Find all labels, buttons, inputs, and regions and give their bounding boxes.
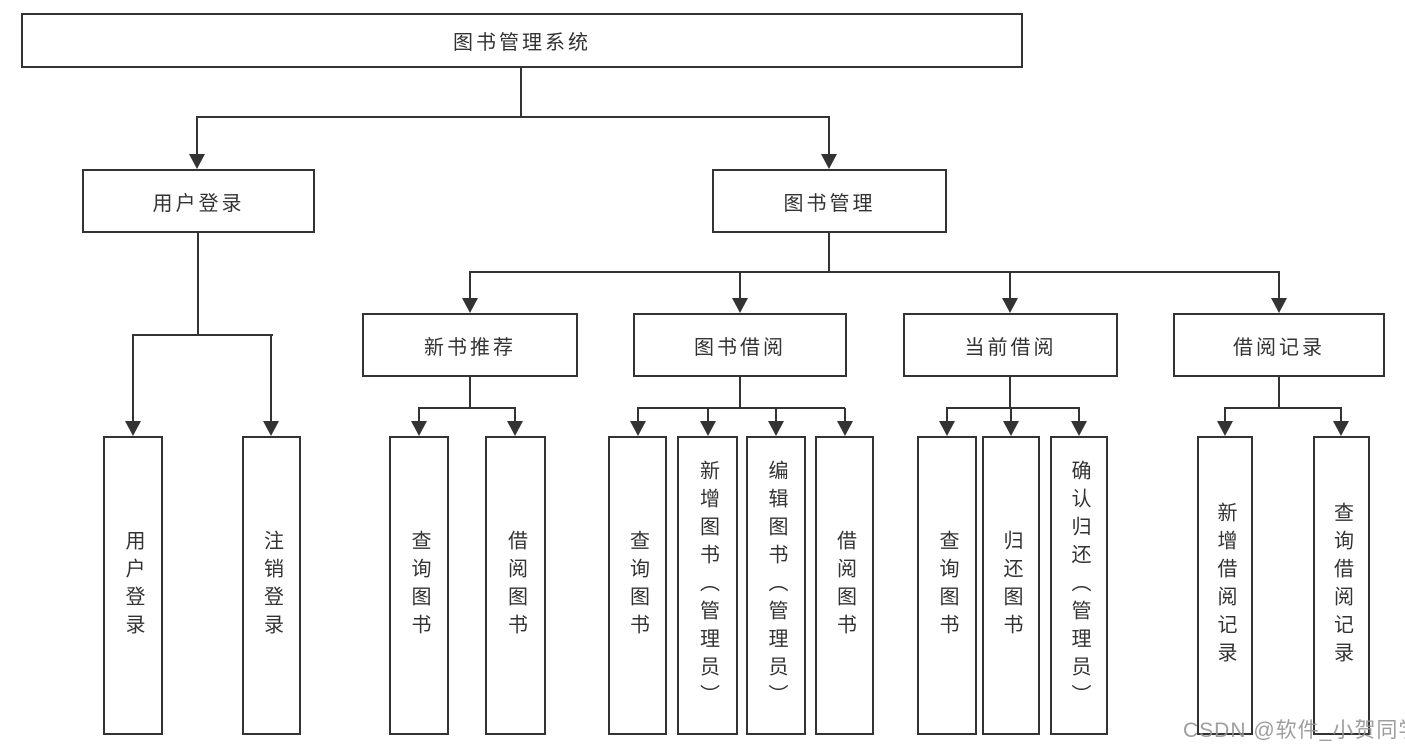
- connector-line: [196, 116, 830, 118]
- connector-line: [946, 407, 1080, 409]
- arrow-down-icon: [821, 154, 837, 169]
- leaf-br-add-record: 新增借阅记录: [1197, 436, 1253, 735]
- connector-line: [1009, 272, 1011, 299]
- connector-line: [1224, 407, 1342, 409]
- connector-line: [197, 233, 199, 335]
- connector-line: [514, 408, 516, 422]
- arrow-down-icon: [1217, 421, 1233, 436]
- leaf-bb-edit-books-admin: 编辑图书（管理员）: [746, 436, 806, 735]
- node-book-borrow: 图书借阅: [633, 313, 847, 377]
- arrow-down-icon: [1333, 421, 1349, 436]
- node-current-borrow: 当前借阅: [903, 313, 1118, 377]
- connector-line: [775, 408, 777, 422]
- connector-line: [946, 408, 948, 422]
- node-root: 图书管理系统: [21, 13, 1023, 68]
- arrow-down-icon: [700, 421, 716, 436]
- node-book-management: 图书管理: [712, 169, 947, 233]
- leaf-cb-query-books: 查询图书: [917, 436, 977, 735]
- arrow-down-icon: [263, 421, 279, 436]
- arrow-down-icon: [1071, 421, 1087, 436]
- arrow-down-icon: [1003, 421, 1019, 436]
- connector-line: [469, 377, 471, 408]
- arrow-down-icon: [1002, 298, 1018, 313]
- connector-line: [637, 408, 639, 422]
- connector-line: [270, 335, 272, 422]
- connector-line: [469, 272, 471, 299]
- connector-line: [844, 408, 846, 422]
- connector-line: [828, 117, 830, 155]
- connector-line: [739, 377, 741, 408]
- leaf-bb-borrow-books: 借阅图书: [815, 436, 874, 735]
- connector-line: [196, 117, 198, 155]
- leaf-bb-query-books: 查询图书: [608, 436, 667, 735]
- csdn-watermark: CSDN @软件_小贺同学: [1183, 719, 1405, 742]
- arrow-down-icon: [939, 421, 955, 436]
- connector-line: [707, 408, 709, 422]
- connector-line: [1340, 408, 1342, 422]
- connector-line: [469, 271, 1280, 273]
- arrow-down-icon: [732, 298, 748, 313]
- arrow-down-icon: [630, 421, 646, 436]
- connector-line: [132, 334, 273, 336]
- node-user-login: 用户登录: [82, 169, 315, 233]
- node-borrow-records: 借阅记录: [1173, 313, 1385, 377]
- leaf-user-login: 用户登录: [103, 436, 163, 735]
- leaf-nb-borrow-books: 借阅图书: [485, 436, 546, 735]
- connector-line: [1224, 408, 1226, 422]
- connector-line: [1078, 408, 1080, 422]
- connector-line: [739, 272, 741, 299]
- arrow-down-icon: [411, 421, 427, 436]
- connector-line: [1278, 272, 1280, 299]
- arrow-down-icon: [462, 298, 478, 313]
- arrow-down-icon: [507, 421, 523, 436]
- connector-line: [1010, 408, 1012, 422]
- connector-line: [418, 407, 516, 409]
- node-new-book-recommend: 新书推荐: [362, 313, 578, 377]
- leaf-cb-confirm-return-admin: 确认归还（管理员）: [1050, 436, 1108, 735]
- connector-line: [637, 407, 845, 409]
- connector-line: [418, 408, 420, 422]
- connector-line: [520, 68, 522, 117]
- leaf-br-query-record: 查询借阅记录: [1313, 436, 1370, 735]
- leaf-logout: 注销登录: [242, 436, 301, 735]
- arrow-down-icon: [189, 154, 205, 169]
- arrow-down-icon: [768, 421, 784, 436]
- arrow-down-icon: [125, 421, 141, 436]
- arrow-down-icon: [837, 421, 853, 436]
- leaf-nb-query-books: 查询图书: [389, 436, 449, 735]
- connector-line: [1278, 377, 1280, 408]
- leaf-bb-add-books-admin: 新增图书（管理员）: [677, 436, 738, 735]
- arrow-down-icon: [1271, 298, 1287, 313]
- connector-line: [828, 233, 830, 272]
- connector-line: [1009, 377, 1011, 408]
- connector-line: [132, 335, 134, 422]
- leaf-cb-return-books: 归还图书: [982, 436, 1040, 735]
